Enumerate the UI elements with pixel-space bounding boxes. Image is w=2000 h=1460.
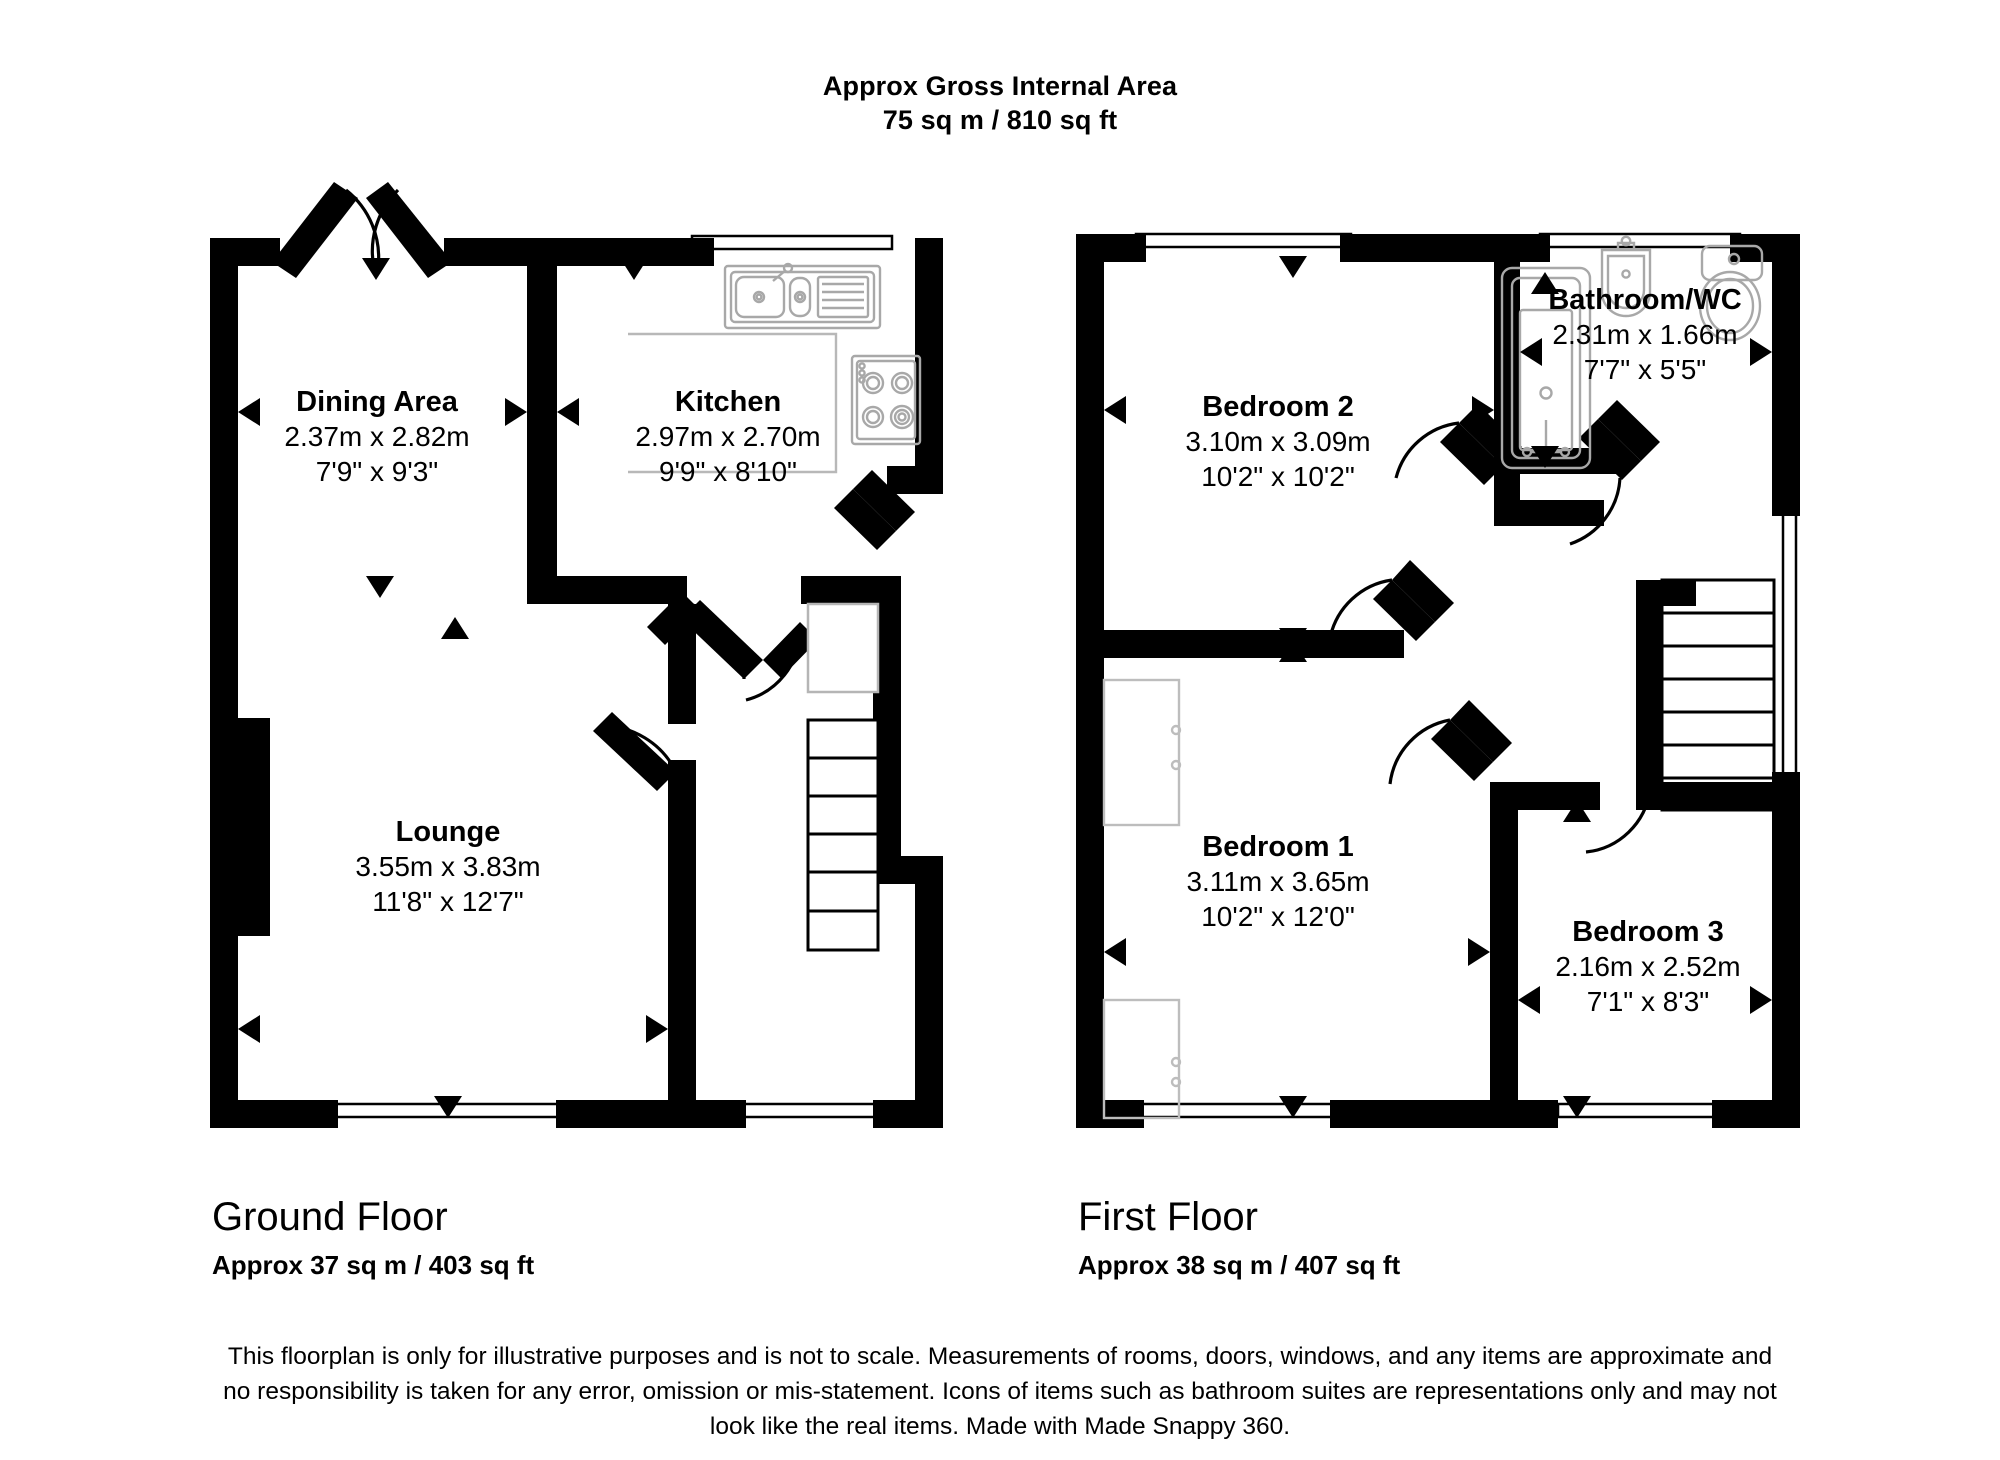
- room-label-bathroom-wc: Bathroom/WC 2.31m x 1.66m 7'7" x 5'5": [1548, 283, 1741, 387]
- room-label-bedroom-2: Bedroom 2 3.10m x 3.09m 10'2" x 10'2": [1185, 390, 1370, 494]
- stairs-icon: [806, 602, 880, 952]
- floor-name: First Floor: [1078, 1195, 1258, 1239]
- room-dimensions-imperial: 9'9" x 8'10": [658, 455, 797, 487]
- sink-icon: [723, 262, 882, 330]
- first-floor-caption: First Floor Approx 38 sq m / 407 sq ft: [1078, 1196, 1400, 1281]
- room-name: Kitchen: [674, 386, 782, 418]
- toilet-icon: [1698, 244, 1764, 342]
- room-label-bedroom-3: Bedroom 3 2.16m x 2.52m 7'1" x 8'3": [1555, 915, 1740, 1019]
- direction-arrow-icon: [1104, 256, 1772, 1118]
- gross-area-title: Approx Gross Internal Area: [822, 71, 1178, 101]
- room-name: Dining Area: [296, 386, 458, 418]
- hob-icon: [850, 354, 922, 446]
- room-label-bedroom-1: Bedroom 1 3.11m x 3.65m 10'2" x 12'0": [1186, 830, 1369, 934]
- stairs-icon: [1660, 578, 1776, 812]
- basin-icon: [1600, 235, 1652, 318]
- first-floor-walls: [1076, 234, 1800, 1128]
- page-header: Approx Gross Internal Area 75 sq m / 810…: [0, 70, 2000, 138]
- room-dimensions-metric: 3.55m x 3.83m: [355, 851, 541, 883]
- room-dimensions-imperial: 7'1" x 8'3": [1586, 985, 1710, 1017]
- window-icon: [1134, 232, 1353, 249]
- window-icon: [1781, 508, 1798, 782]
- room-dimensions-metric: 3.11m x 3.65m: [1186, 866, 1370, 898]
- room-label-lounge: Lounge 3.55m x 3.83m 11'8" x 12'7": [355, 815, 540, 919]
- room-dimensions-imperial: 7'9" x 9'3": [315, 455, 439, 487]
- room-label-kitchen: Kitchen 2.97m x 2.70m 9'9" x 8'10": [635, 385, 820, 489]
- ground-floor-caption: Ground Floor Approx 37 sq m / 403 sq ft: [212, 1196, 534, 1281]
- room-name: Lounge: [395, 816, 501, 848]
- room-dimensions-metric: 3.10m x 3.09m: [1185, 426, 1371, 458]
- floor-area: Approx 38 sq m / 407 sq ft: [1078, 1250, 1401, 1280]
- room-dimensions-metric: 2.16m x 2.52m: [1555, 951, 1741, 983]
- room-dimensions-imperial: 7'7" x 5'5": [1583, 353, 1707, 385]
- floor-name: Ground Floor: [212, 1195, 448, 1239]
- wardrobe-outline: [1102, 678, 1182, 1120]
- gross-area-value: 75 sq m / 810 sq ft: [882, 104, 1118, 135]
- floor-area: Approx 37 sq m / 403 sq ft: [212, 1250, 535, 1280]
- room-dimensions-metric: 2.31m x 1.66m: [1552, 319, 1738, 351]
- room-name: Bathroom/WC: [1548, 284, 1742, 316]
- room-label-dining-area: Dining Area 2.37m x 2.82m 7'9" x 9'3": [284, 385, 469, 489]
- room-name: Bedroom 2: [1202, 391, 1354, 423]
- counter-outline: [628, 332, 838, 474]
- room-dimensions-imperial: 10'2" x 12'0": [1201, 900, 1355, 932]
- room-name: Bedroom 1: [1202, 831, 1354, 863]
- room-dimensions-metric: 2.37m x 2.82m: [284, 421, 470, 453]
- disclaimer-text: This floorplan is only for illustrative …: [223, 1343, 1777, 1440]
- room-name: Bedroom 3: [1572, 916, 1724, 948]
- window-icon: [1134, 1102, 1338, 1119]
- room-dimensions-imperial: 10'2" x 10'2": [1201, 460, 1355, 492]
- room-dimensions-metric: 2.97m x 2.70m: [635, 421, 821, 453]
- door-icon: [1328, 421, 1652, 854]
- direction-arrow-icon: [238, 258, 668, 1118]
- room-dimensions-imperial: 11'8" x 12'7": [372, 885, 524, 917]
